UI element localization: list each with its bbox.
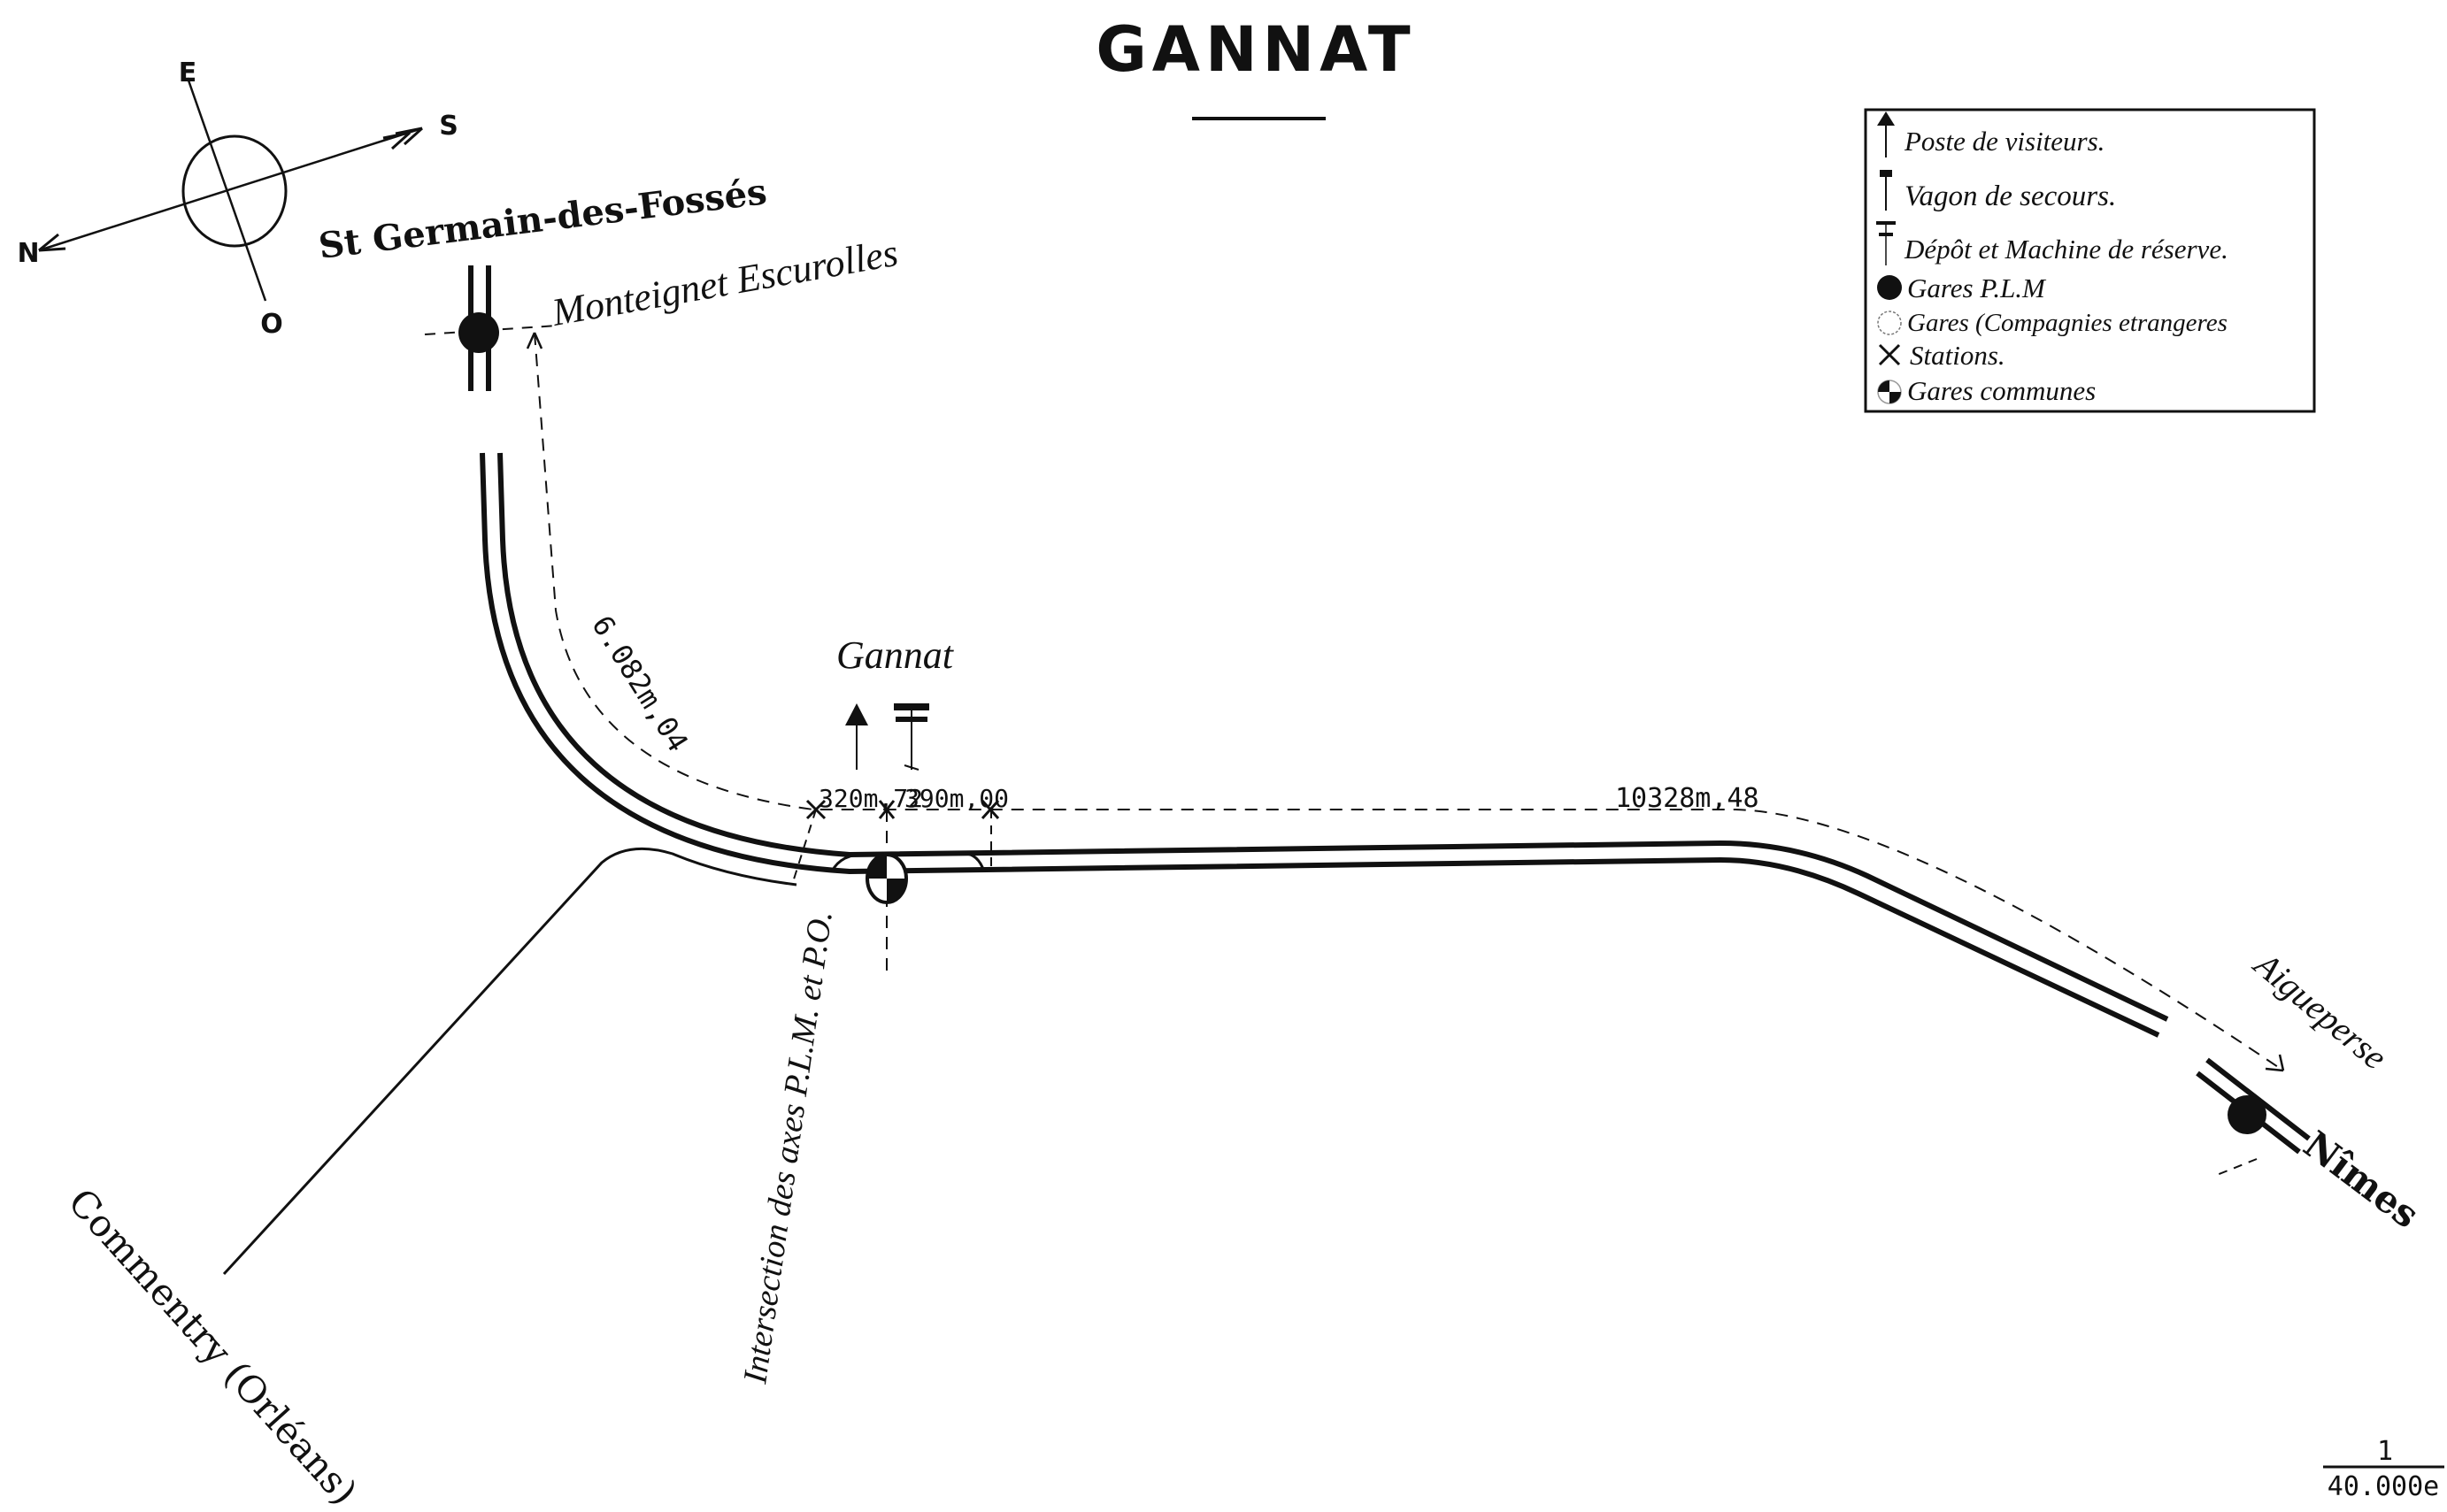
distance-10328: 10328m,48 (1615, 783, 1759, 814)
label-monteignet: Monteignet Escurolles (548, 231, 901, 334)
distance-line (534, 332, 2284, 1071)
scale-numerator: 1 (2377, 1436, 2393, 1467)
label-st-germain: St Germain-des-Fossés (316, 171, 768, 267)
legend-item-label: Dépôt et Machine de réserve. (1904, 234, 2228, 265)
visitor-post-icon (845, 703, 868, 770)
foreign-station-icon (1877, 311, 1902, 335)
label-nimes: Nîmes (2296, 1123, 2428, 1237)
label-aigueperse: Aigueperse (2245, 942, 2395, 1077)
nimes-axis (2212, 1158, 2258, 1178)
intersection-axis (791, 809, 817, 886)
distance-monteignet-gannat: 6.082m,04 (585, 610, 695, 757)
scale-denominator: 40.000e (2328, 1471, 2439, 1502)
legend-item-label: Gares (Compagnies etrangeres (1907, 309, 2228, 337)
legend-item-label: Vagon de secours. (1905, 180, 2116, 212)
compass-north-label: N (17, 238, 39, 269)
legend-item-label: Stations. (1910, 340, 2005, 371)
commentry-branch (222, 847, 797, 1276)
legend-item-label: Gares communes (1907, 375, 2096, 406)
stop-icon (1878, 343, 1901, 366)
station-gannat-shared-icon (866, 853, 908, 904)
distance-arrowheads (526, 332, 2285, 1072)
plm-station-icon (1877, 275, 1902, 300)
station-loop (830, 852, 986, 872)
station-aigueperse-plm-icon (2228, 1095, 2266, 1134)
depot-icon (894, 703, 929, 771)
legend: Poste de visiteurs. Vagon de secours. Dé… (1864, 108, 2316, 413)
label-intersection: Intersection des axes P.L.M. et P.O. (736, 909, 840, 1387)
station-monteignet-plm-icon (458, 312, 499, 353)
legend-item-label: Poste de visiteurs. (1904, 126, 2105, 157)
label-commentry: Commentry (Orléans) (60, 1180, 366, 1512)
compass-west-label: O (260, 309, 283, 340)
compass-east-label: E (179, 58, 197, 88)
map-scale: 1 40.000e (2323, 1436, 2444, 1502)
compass-south-label: S (439, 111, 458, 142)
compass-rose-icon: E S N O (17, 58, 458, 340)
map-title: GANNAT (1096, 13, 1415, 86)
rescue-wagon-icon (1880, 170, 1892, 211)
distance-390: 390m,00 (904, 784, 1009, 813)
distance-markers (805, 799, 1000, 820)
depot-icon (1876, 221, 1896, 265)
shared-station-icon (1877, 380, 1902, 404)
plm-main-line (468, 265, 2311, 1155)
distance-320: 320m,72 (819, 784, 923, 813)
legend-item-label: Gares P.L.M (1907, 272, 2047, 303)
label-gannat: Gannat (836, 633, 955, 677)
visitor-post-icon (1877, 111, 1895, 157)
